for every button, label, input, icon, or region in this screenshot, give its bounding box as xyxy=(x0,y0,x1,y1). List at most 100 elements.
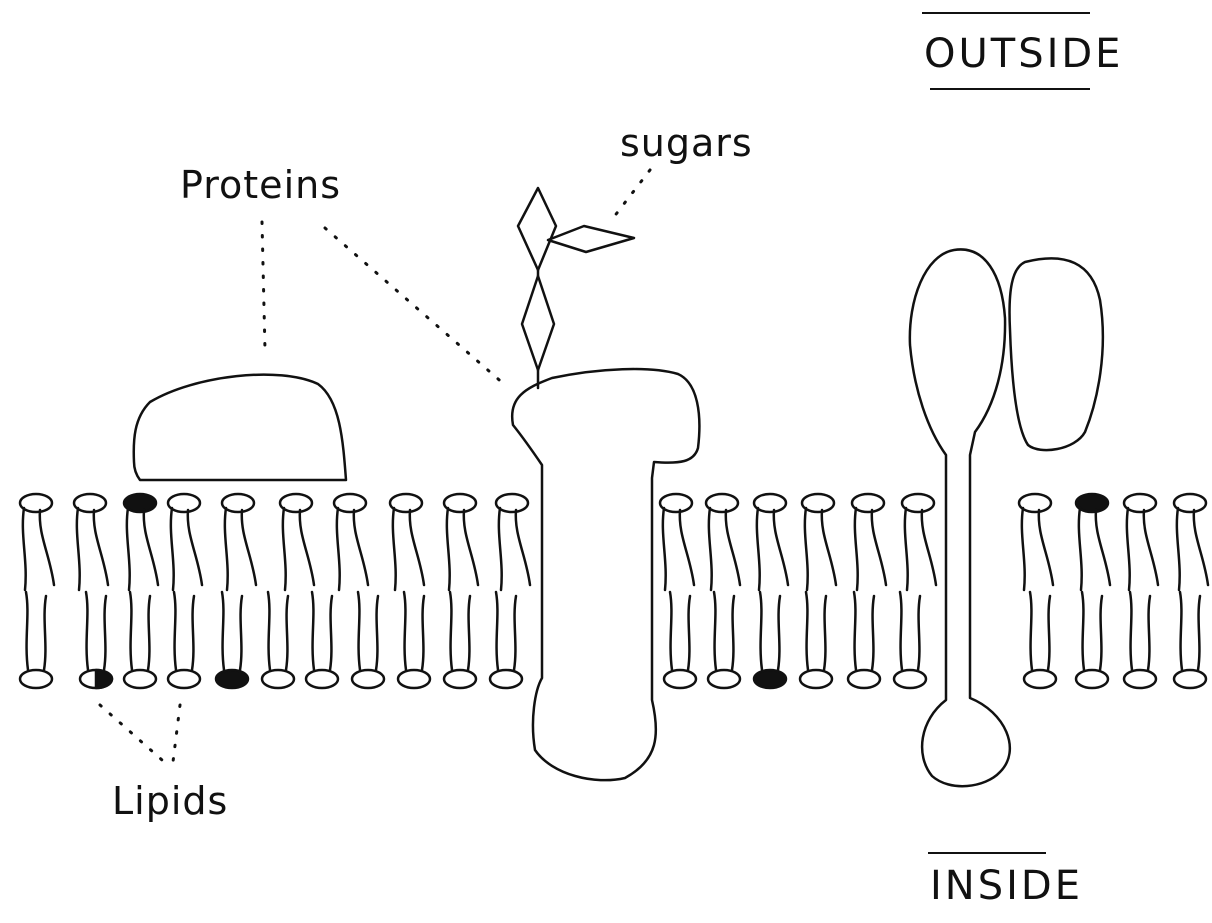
lipid-molecule xyxy=(894,592,926,688)
lipid-tail xyxy=(516,510,530,585)
lipid-tail xyxy=(148,596,150,670)
lipid-molecule xyxy=(1124,592,1156,688)
lipid-tail xyxy=(872,596,874,670)
lipid-tail xyxy=(242,510,256,585)
protein-subunit xyxy=(1010,258,1103,450)
lipid-molecule xyxy=(1174,592,1206,688)
lipid-head xyxy=(708,670,740,688)
lipid-head xyxy=(754,670,786,688)
lipid-molecule xyxy=(1024,592,1056,688)
lipid-tail xyxy=(1100,596,1102,670)
lipid-tail xyxy=(188,510,202,585)
lipid-tail xyxy=(499,508,502,590)
lipid-tail xyxy=(240,596,242,670)
lipid-tail xyxy=(496,592,498,670)
lipid-tail xyxy=(1048,596,1050,670)
lipid-head xyxy=(1124,670,1156,688)
lipid-molecule xyxy=(390,494,424,590)
lipid-molecule xyxy=(496,494,530,590)
lipid-tail xyxy=(855,508,858,590)
lipid-tail xyxy=(376,596,378,670)
lipid-tail xyxy=(732,596,734,670)
outside-label: OUTSIDE xyxy=(924,34,1123,74)
lipid-molecule xyxy=(222,494,256,590)
lipid-tail xyxy=(806,592,808,670)
proteins-leader-right xyxy=(325,228,505,385)
lipid-molecule xyxy=(80,592,112,688)
lipid-tail xyxy=(330,596,332,670)
lipid-tail xyxy=(268,592,270,670)
lipid-tail xyxy=(222,592,224,670)
outside-rule-bottom xyxy=(930,88,1090,90)
lipid-tail xyxy=(1144,510,1158,585)
outside-rule-top xyxy=(922,12,1090,14)
transmembrane-protein xyxy=(512,369,699,780)
lipid-tail xyxy=(778,596,780,670)
lipid-bilayer xyxy=(20,494,1208,688)
lipid-molecule xyxy=(20,592,52,688)
lipid-molecule xyxy=(902,494,936,590)
lipid-molecule xyxy=(398,592,430,688)
lipid-tail xyxy=(1039,510,1053,585)
lipid-tail xyxy=(404,592,406,670)
lipid-tail xyxy=(872,510,886,585)
lipid-molecule xyxy=(124,592,156,688)
lipid-tail xyxy=(1180,592,1182,670)
lipid-molecule xyxy=(262,592,294,688)
lipid-tail xyxy=(171,508,174,590)
lipid-molecule xyxy=(490,592,522,688)
lipid-tail xyxy=(358,592,360,670)
peripheral-protein xyxy=(134,375,346,480)
lipid-molecule xyxy=(706,494,740,590)
lipid-head xyxy=(398,670,430,688)
lipid-tail xyxy=(709,508,712,590)
lipids-label: Lipids xyxy=(112,782,228,820)
lipid-tail xyxy=(760,592,762,670)
lipid-molecule xyxy=(1076,494,1110,590)
lipid-tail xyxy=(714,592,716,670)
lipid-head xyxy=(1174,670,1206,688)
lipid-molecule xyxy=(754,494,788,590)
lipid-head xyxy=(1076,670,1108,688)
lipid-molecule xyxy=(352,592,384,688)
lipid-molecule xyxy=(444,494,478,590)
lipid-molecule xyxy=(1019,494,1053,590)
lipid-molecule xyxy=(664,592,696,688)
proteins-label: Proteins xyxy=(180,166,341,204)
lipid-tail xyxy=(824,596,826,670)
lipid-tail xyxy=(468,596,470,670)
lipid-molecule xyxy=(800,592,832,688)
lipid-tail xyxy=(77,508,80,590)
lipid-tail xyxy=(23,508,26,590)
lipid-molecule xyxy=(1124,494,1158,590)
sugar-unit xyxy=(518,188,556,270)
lipid-molecule xyxy=(1076,592,1108,688)
lipid-tail xyxy=(130,592,132,670)
lipid-tail xyxy=(104,596,106,670)
receptor-protein xyxy=(910,249,1010,786)
lipid-head xyxy=(216,670,248,688)
lipid-tail xyxy=(422,596,424,670)
lipid-tail xyxy=(40,510,54,585)
lipid-head xyxy=(352,670,384,688)
lipid-tail xyxy=(192,596,194,670)
lipid-tail xyxy=(726,510,740,585)
proteins-leader-left xyxy=(262,222,265,350)
sugars-leader xyxy=(610,170,650,222)
lipid-tail xyxy=(94,510,108,585)
lipid-tail xyxy=(1079,508,1082,590)
lipid-tail xyxy=(300,510,314,585)
lipid-head xyxy=(168,670,200,688)
lipid-tail xyxy=(1177,508,1180,590)
lipid-tail xyxy=(410,510,424,585)
lipid-molecule xyxy=(216,592,248,688)
lipid-head xyxy=(490,670,522,688)
lipid-tail xyxy=(688,596,690,670)
lipid-molecule xyxy=(124,494,158,590)
lipid-tail xyxy=(86,592,88,670)
lipid-molecule xyxy=(306,592,338,688)
lipid-molecule xyxy=(168,592,200,688)
lipid-molecule xyxy=(754,592,786,688)
lipid-tail xyxy=(1194,510,1208,585)
lipid-head xyxy=(124,670,156,688)
